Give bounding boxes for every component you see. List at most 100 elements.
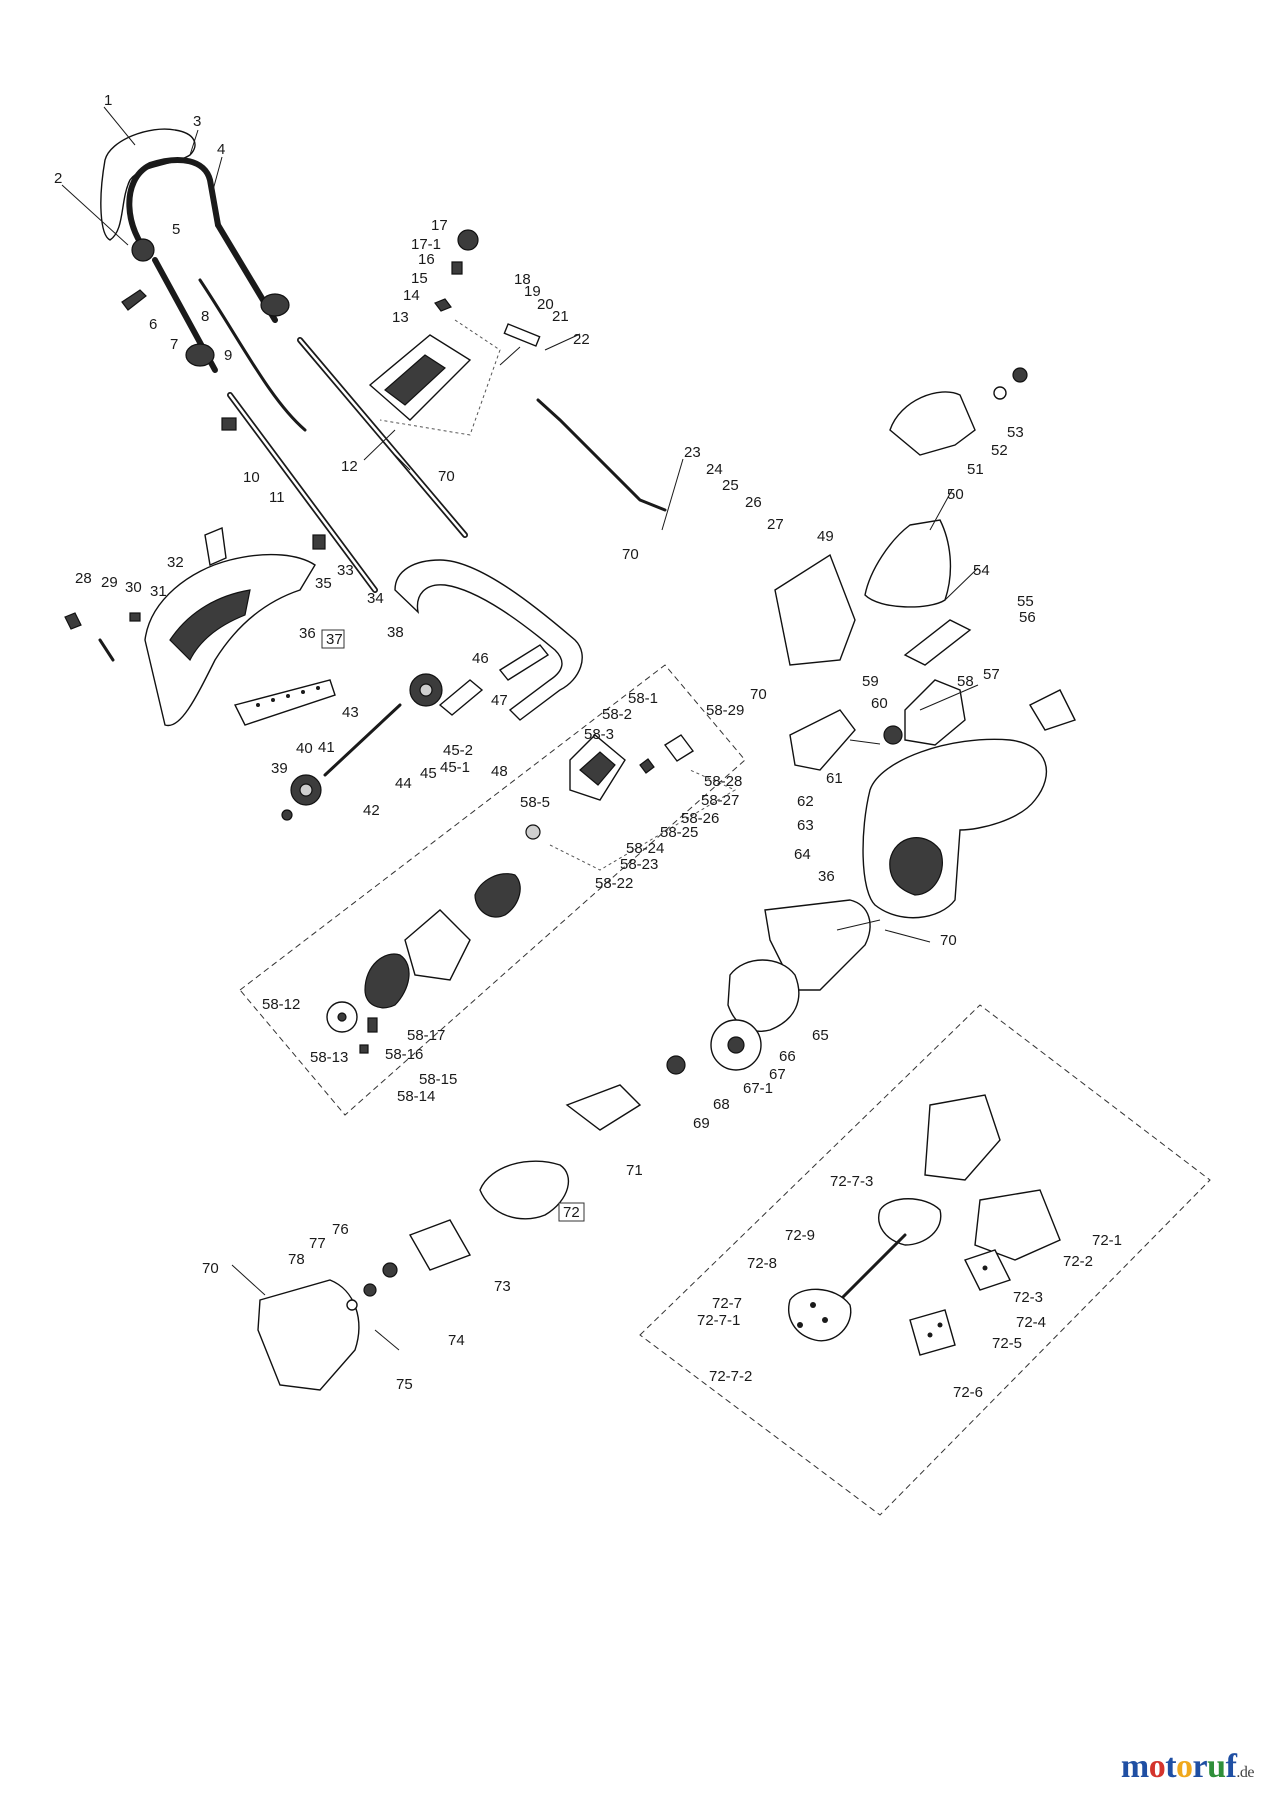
link-plate [498, 644, 550, 681]
part-label-30: 30 [125, 579, 142, 596]
motoruf-watermark: motoruf.de [1121, 1748, 1255, 1786]
deflector-cable [903, 619, 972, 666]
wheel-cap [281, 809, 293, 821]
wheel-group [281, 559, 583, 821]
top-cover-group [64, 527, 336, 727]
brush-holder [367, 1017, 378, 1033]
part-label-67: 67 [769, 1066, 786, 1083]
part-label-70-a: 70 [438, 468, 455, 485]
part-label-65: 65 [812, 1027, 829, 1044]
part-label-6: 6 [149, 316, 157, 333]
paddle-bracket [964, 1249, 1011, 1291]
knob-spring [451, 261, 463, 275]
watermark-letter: o [1148, 1748, 1166, 1785]
part-label-58-25: 58-25 [660, 824, 698, 841]
handle-grip [100, 128, 196, 241]
belt-cover [764, 899, 871, 991]
part-label-76: 76 [332, 1221, 349, 1238]
part-label-72-2: 72-2 [1063, 1253, 1093, 1270]
motor-assembly [326, 734, 695, 1054]
part-label-10: 10 [243, 469, 260, 486]
part-label-72-3: 72-3 [1013, 1289, 1043, 1306]
part-label-72-8: 72-8 [747, 1255, 777, 1272]
part-label-58-16: 58-16 [385, 1046, 423, 1063]
part-label-70-d: 70 [940, 932, 957, 949]
motor-end-cap [364, 953, 410, 1009]
bearing-washer [363, 1283, 377, 1297]
watermark-letter: f [1225, 1748, 1237, 1785]
auger-shaft [833, 1233, 907, 1307]
part-label-72-7-3: 72-7-3 [830, 1173, 873, 1190]
cable-clip [221, 417, 237, 431]
part-label-23: 23 [684, 444, 701, 461]
part-label-41: 41 [318, 739, 335, 756]
part-label-73: 73 [494, 1278, 511, 1295]
box-label-72: 72 [563, 1204, 580, 1221]
auger-group [257, 1160, 570, 1391]
part-label-7: 7 [170, 336, 178, 353]
part-label-77: 77 [309, 1235, 326, 1252]
watermark-letter: u [1207, 1748, 1226, 1785]
watermark-letter: r [1192, 1748, 1208, 1785]
part-label-43: 43 [342, 704, 359, 721]
motor-unit [904, 679, 966, 746]
worm-gear [663, 734, 695, 762]
part-label-33: 33 [337, 562, 354, 579]
auger-blade-left [924, 1094, 1001, 1181]
part-label-1: 1 [104, 92, 112, 109]
auger-housing-group [565, 367, 1076, 1131]
part-label-46: 46 [472, 650, 489, 667]
part-label-24: 24 [706, 461, 723, 478]
chute-crank-rod [536, 398, 667, 512]
part-label-39: 39 [271, 760, 288, 777]
bearing [525, 824, 541, 840]
deflector-knob [1012, 367, 1028, 383]
auger-plate [788, 1288, 852, 1342]
part-label-58-13: 58-13 [310, 1049, 348, 1066]
safety-lever [121, 289, 147, 311]
side-cover [789, 709, 856, 771]
part-label-28: 28 [75, 570, 92, 587]
part-label-15: 15 [411, 270, 428, 287]
right-handle-knob [260, 293, 290, 317]
part-label-58-22: 58-22 [595, 875, 633, 892]
bearing-plate [565, 1084, 642, 1131]
watermark-letter: o [1176, 1748, 1193, 1785]
auger-side-plate [408, 1219, 472, 1271]
carbon-brush [359, 1044, 369, 1054]
nut [129, 612, 141, 622]
part-label-58-14: 58-14 [397, 1088, 435, 1105]
auger-housing [862, 738, 1048, 919]
part-label-72-7-1: 72-7-1 [697, 1312, 740, 1329]
part-label-70-e: 70 [202, 1260, 219, 1277]
part-label-68: 68 [713, 1096, 730, 1113]
crank-shaft [503, 323, 541, 347]
part-label-52: 52 [991, 442, 1008, 459]
watermark-letter: t [1165, 1748, 1177, 1785]
part-label-18: 18 [514, 271, 531, 288]
part-label-54: 54 [973, 562, 990, 579]
part-label-17: 17 [431, 217, 448, 234]
part-label-58-12: 58-12 [262, 996, 300, 1013]
part-label-74: 74 [448, 1332, 465, 1349]
part-label-27: 27 [767, 516, 784, 533]
control-rod [198, 278, 307, 432]
part-label-16: 16 [418, 251, 435, 268]
part-label-64: 64 [794, 846, 811, 863]
part-label-58-1: 58-1 [628, 690, 658, 707]
top-cover [144, 553, 316, 727]
part-label-58-3: 58-3 [584, 726, 614, 743]
chute-bracket [1029, 689, 1076, 731]
part-label-9: 9 [224, 347, 232, 364]
part-label-78: 78 [288, 1251, 305, 1268]
motor-stator [404, 909, 471, 981]
tube-clip [312, 534, 326, 550]
part-label-45-2: 45-2 [443, 742, 473, 759]
part-label-45: 45 [420, 765, 437, 782]
chute-base [774, 553, 856, 666]
part-label-29: 29 [101, 574, 118, 591]
part-label-21: 21 [552, 308, 569, 325]
part-label-51: 51 [967, 461, 984, 478]
part-label-58-26: 58-26 [681, 810, 719, 827]
